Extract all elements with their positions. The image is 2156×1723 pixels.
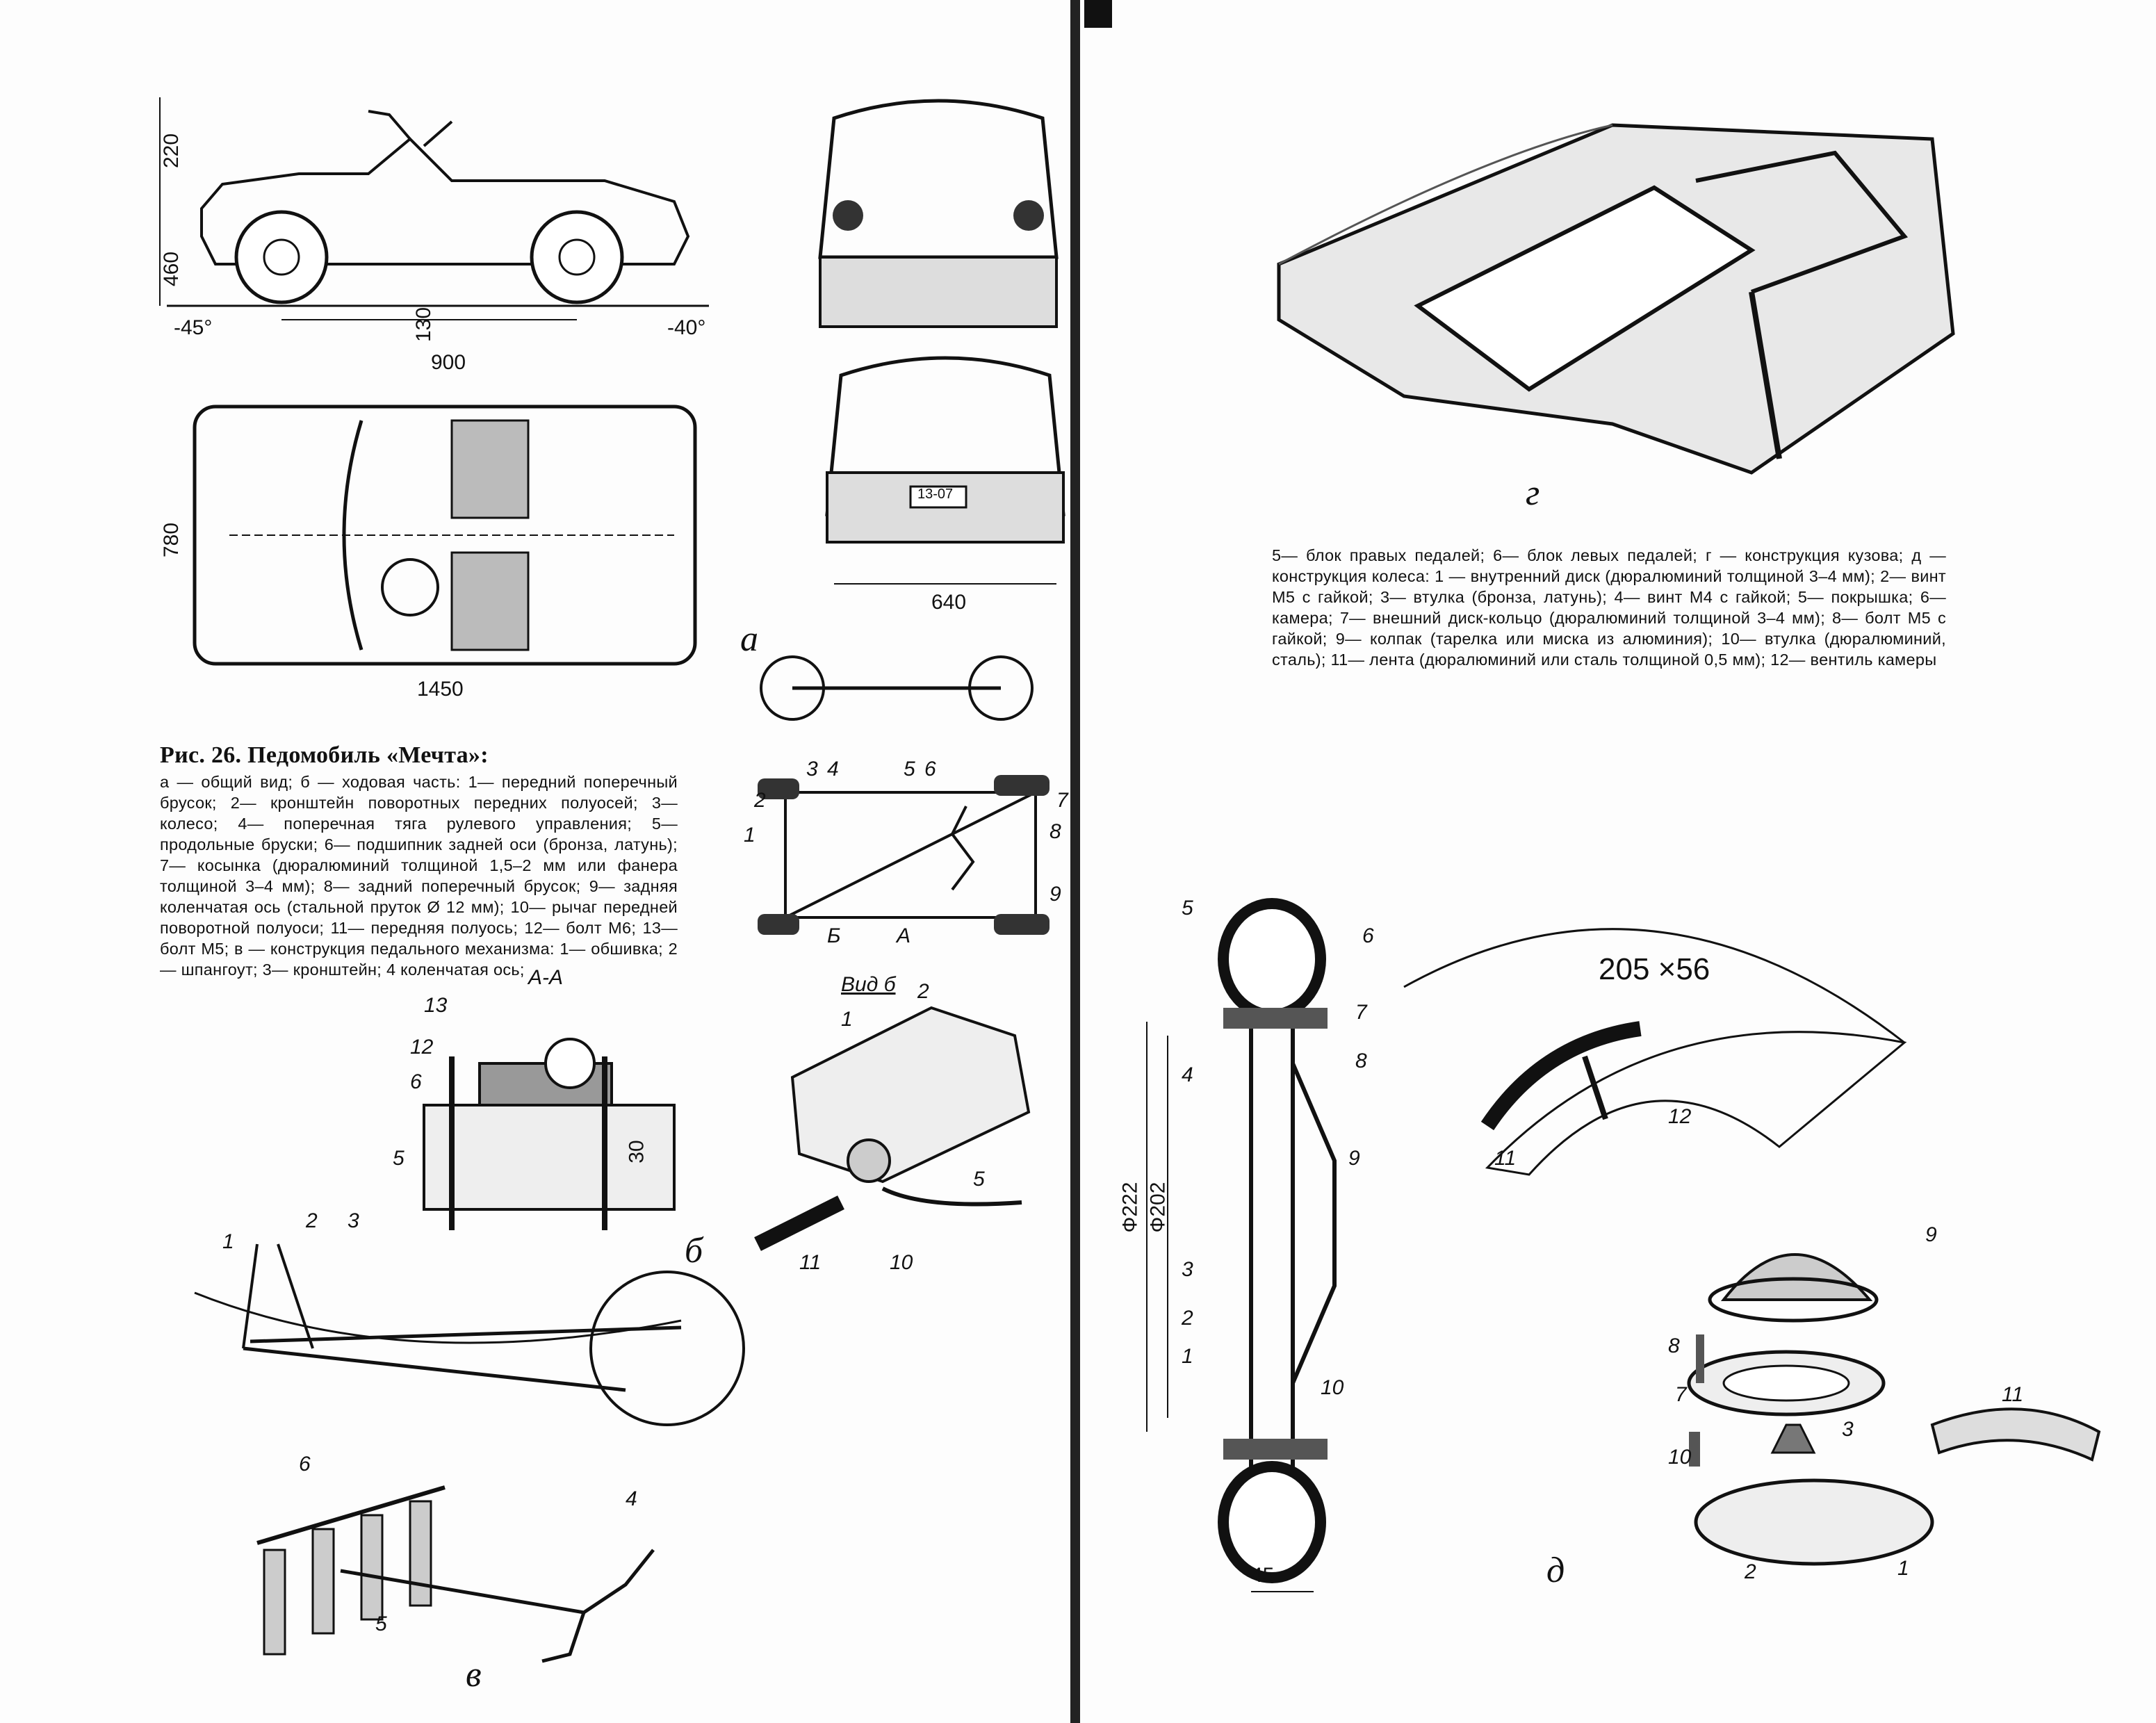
- label-b: б: [685, 1231, 703, 1271]
- label-arrow-a: А: [897, 924, 911, 947]
- dim-height-body: 460: [160, 251, 183, 287]
- chassis-part-8: 8: [1050, 820, 1061, 843]
- label-v: в: [466, 1655, 482, 1695]
- wheel-part-5: 5: [1182, 897, 1193, 920]
- wheel-part-10: 10: [1321, 1376, 1344, 1399]
- section-part-12: 12: [410, 1036, 434, 1059]
- linkage-part-3: 3: [348, 1209, 359, 1232]
- chassis-part-6: 6: [924, 758, 936, 781]
- view-b-drawing: [754, 1006, 1031, 1251]
- chassis-part-9: 9: [1050, 883, 1061, 906]
- dim-rim-width: 45: [1251, 1564, 1275, 1587]
- chassis-drawing: [758, 775, 1050, 935]
- label-a: а: [740, 619, 758, 659]
- wheel-part-2: 2: [1182, 1307, 1193, 1330]
- axle-sketch: [760, 655, 1034, 721]
- view-part-2: 2: [917, 980, 929, 1003]
- pedal-mechanism-drawing: [256, 1485, 655, 1663]
- view-part-10: 10: [890, 1251, 913, 1274]
- dim-angle-front: -45°: [174, 316, 213, 339]
- pedal-part-4: 4: [626, 1487, 637, 1510]
- chassis-part-5: 5: [904, 758, 915, 781]
- chassis-part-2: 2: [754, 789, 766, 812]
- car-side-view-drawing: [159, 97, 709, 320]
- chassis-label-b1: Б: [827, 924, 841, 947]
- car-top-view-drawing: [193, 405, 697, 666]
- tire-size-marking: 205 ×56: [1599, 952, 1710, 986]
- exploded-part-2: 2: [1745, 1560, 1756, 1583]
- label-view-b: Вид б: [841, 973, 896, 996]
- gutter-shadow: [1084, 0, 1112, 28]
- label-d: д: [1546, 1551, 1565, 1590]
- section-part-13: 13: [424, 994, 448, 1017]
- car-front-view-drawing: [818, 99, 1059, 328]
- wheel-part-6: 6: [1362, 924, 1374, 947]
- section-part-6: 6: [410, 1070, 422, 1093]
- right-caption: 5— блок правых педалей; 6— блок левых пе…: [1272, 546, 1946, 669]
- tire-part-11: 11: [1494, 1147, 1517, 1170]
- car-rear-view-drawing: [825, 356, 1065, 585]
- wheel-part-7: 7: [1355, 1001, 1367, 1024]
- exploded-part-1: 1: [1897, 1557, 1909, 1580]
- section-aa-drawing: [423, 1038, 676, 1230]
- dim-angle-rear: -40°: [667, 316, 706, 339]
- dim-diameter-outer: Ф222: [1118, 1182, 1142, 1233]
- wheel-part-9: 9: [1348, 1147, 1360, 1170]
- page-gutter: [1070, 0, 1080, 1723]
- dim-clearance: 130: [412, 307, 436, 343]
- tire-part-12: 12: [1668, 1105, 1692, 1128]
- wheel-part-8: 8: [1355, 1050, 1367, 1072]
- chassis-part-3: 3: [806, 758, 818, 781]
- dim-wheelbase: 900: [431, 351, 466, 374]
- dim-section-height: 30: [625, 1140, 648, 1163]
- tire-fragment-drawing: [1403, 928, 1907, 1176]
- figure-title: Рис. 26. Педомобиль «Мечта»:: [160, 742, 489, 768]
- view-part-5: 5: [973, 1168, 985, 1191]
- dim-width: 780: [160, 522, 183, 558]
- exploded-part-9: 9: [1925, 1223, 1937, 1246]
- wheel-section-drawing: [1146, 898, 1337, 1592]
- linkage-part-2: 2: [306, 1209, 318, 1232]
- exploded-part-11: 11: [2002, 1383, 2024, 1406]
- dim-diameter-inner: Ф202: [1146, 1182, 1170, 1233]
- plate-number: 13-07: [917, 487, 954, 502]
- pedal-part-6: 6: [299, 1453, 311, 1476]
- linkage-part-1: 1: [222, 1230, 234, 1253]
- exploded-part-7: 7: [1675, 1383, 1687, 1406]
- label-section-aa: А-А: [528, 966, 564, 989]
- exploded-wheel-drawing: [1687, 1253, 2101, 1566]
- exploded-part-10: 10: [1668, 1446, 1692, 1469]
- left-caption: Рис. 26. Педомобиль «Мечта»: а — общий в…: [160, 742, 678, 980]
- wheel-part-1: 1: [1182, 1345, 1193, 1368]
- chassis-part-7: 7: [1056, 789, 1068, 812]
- steering-linkage-drawing: [194, 1243, 745, 1426]
- view-part-11: 11: [799, 1251, 822, 1274]
- chassis-part-1: 1: [744, 824, 756, 847]
- body-frame-drawing: [1277, 123, 1955, 475]
- left-caption-text: а — общий вид; б — ходовая часть: 1— пер…: [160, 773, 678, 979]
- section-part-5: 5: [393, 1147, 405, 1170]
- dim-height-top: 220: [160, 133, 183, 169]
- exploded-part-3: 3: [1842, 1418, 1854, 1441]
- dim-length: 1450: [417, 678, 464, 701]
- wheel-part-4: 4: [1182, 1063, 1193, 1086]
- label-g: г: [1526, 473, 1540, 513]
- dim-track: 640: [931, 591, 967, 614]
- exploded-part-8: 8: [1668, 1334, 1680, 1357]
- wheel-part-3: 3: [1182, 1258, 1193, 1281]
- view-part-1: 1: [841, 1008, 853, 1031]
- chassis-part-4: 4: [827, 758, 839, 781]
- pedal-part-5: 5: [375, 1612, 387, 1635]
